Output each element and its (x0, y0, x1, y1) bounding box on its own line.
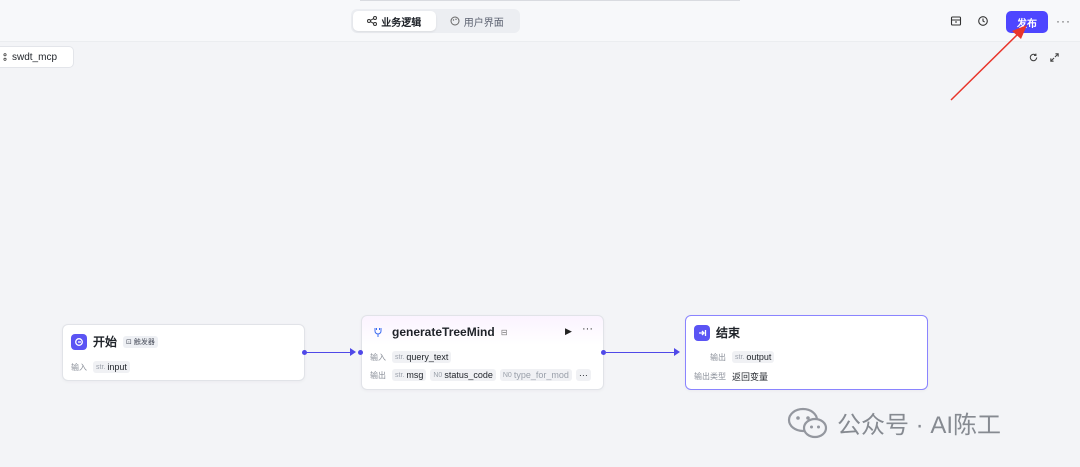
input-var-chip: str. query_text (392, 351, 452, 363)
output-label: 输出 (710, 352, 726, 362)
var-name: query_text (406, 352, 449, 362)
trigger-badge-label: 触发器 (133, 338, 155, 346)
palette-icon (450, 16, 460, 26)
start-output-port[interactable] (302, 350, 307, 355)
tab-user-interface-label: 用户界面 (463, 17, 504, 29)
output-var-chip: N0 status_code (430, 369, 496, 381)
project-name: swdt_mcp (12, 51, 58, 63)
mid-input-row: 输入 str. query_text (370, 351, 452, 363)
var-name: status_code (444, 370, 493, 380)
input-label: 输入 (71, 362, 87, 372)
connection-start-mid (306, 352, 352, 353)
var-name: msg (406, 370, 424, 380)
type-tag: str. (735, 353, 745, 361)
output-var-chip: N0 type_for_mod (499, 369, 572, 381)
trigger-badge: ⊡ 触发器 (123, 335, 158, 348)
publish-button[interactable]: 发布 (1006, 11, 1048, 33)
arrow-icon (674, 348, 680, 356)
end-output-row: 输出 str. output (710, 351, 775, 363)
more-outputs-chip[interactable]: ··· (575, 369, 591, 381)
wechat-icon (787, 407, 828, 438)
node-more-icon[interactable]: ··· (582, 323, 593, 335)
start-input-row: 输入 str. input (71, 361, 130, 373)
input-var-chip: str. input (93, 361, 130, 373)
mid-output-port[interactable] (601, 350, 606, 355)
refresh-icon[interactable] (1028, 50, 1040, 62)
workflow-canvas[interactable]: swdt_mcp 开始 ⊡ 触发器 输入 str. input (0, 42, 1080, 467)
end-node-title: 结束 (716, 326, 741, 340)
output-var-chip: str. msg (392, 369, 427, 381)
var-name: output (746, 352, 772, 362)
fullscreen-icon[interactable] (1049, 50, 1061, 62)
watermark-text: 公众号 · AI陈工 (837, 412, 1002, 439)
var-name: input (107, 362, 127, 372)
start-node-header: 开始 ⊡ 触发器 (71, 333, 158, 350)
watermark: 公众号 · AI陈工 (787, 405, 1001, 440)
type-tag: str. (395, 371, 405, 379)
top-divider (360, 0, 740, 1)
type-tag: N0 (502, 371, 512, 379)
tab-business-logic-label: 业务逻辑 (381, 17, 422, 29)
output-type-label: 输出类型 (694, 372, 726, 381)
generate-tree-mind-node[interactable]: generateTreeMind ⊟ ▶ ··· 输入 str. query_t… (361, 315, 604, 390)
workflow-icon (3, 53, 7, 61)
top-bar: 业务逻辑 用户界面 发布 ··· (0, 0, 1080, 42)
end-node[interactable]: 结束 输出 str. output 输出类型 返回变量 (685, 315, 928, 390)
connection-mid-end (606, 352, 676, 353)
project-tag[interactable]: swdt_mcp (0, 46, 74, 68)
flow-icon (367, 16, 378, 26)
trigger-icon: ⊡ (126, 338, 134, 346)
start-node-title: 开始 (93, 335, 118, 349)
var-name: type_for_mod (513, 370, 569, 380)
tab-business-logic[interactable]: 业务逻辑 (353, 11, 436, 31)
tab-user-interface[interactable]: 用户界面 (436, 11, 519, 31)
start-icon (71, 333, 87, 350)
mid-node-header: generateTreeMind ⊟ (370, 324, 507, 340)
output-label: 输出 (370, 370, 386, 380)
preview-icon[interactable] (949, 14, 963, 28)
end-icon (694, 324, 710, 341)
arrow-icon (350, 348, 356, 356)
history-icon[interactable] (976, 14, 990, 28)
output-type-value: 返回变量 (732, 372, 769, 382)
view-switcher: 业务逻辑 用户界面 (351, 9, 520, 33)
mid-input-port[interactable] (358, 350, 363, 355)
plugin-tag-icon: ⊟ (500, 327, 508, 337)
type-tag: N0 (433, 371, 443, 379)
output-var-chip: str. output (732, 351, 775, 363)
plugin-icon (370, 324, 386, 340)
type-tag: str. (395, 353, 405, 361)
run-icon[interactable]: ▶ (565, 326, 572, 336)
input-label: 输入 (370, 352, 386, 362)
type-tag: str. (96, 363, 106, 371)
mid-output-row: 输出 str. msg N0 status_code N0 type_for_m… (370, 369, 598, 381)
end-node-header: 结束 (694, 324, 740, 341)
end-output-type-row: 输出类型 返回变量 (694, 370, 768, 383)
more-menu-icon[interactable]: ··· (1056, 14, 1071, 28)
start-node[interactable]: 开始 ⊡ 触发器 输入 str. input (62, 324, 305, 381)
mid-node-title: generateTreeMind (392, 325, 495, 339)
